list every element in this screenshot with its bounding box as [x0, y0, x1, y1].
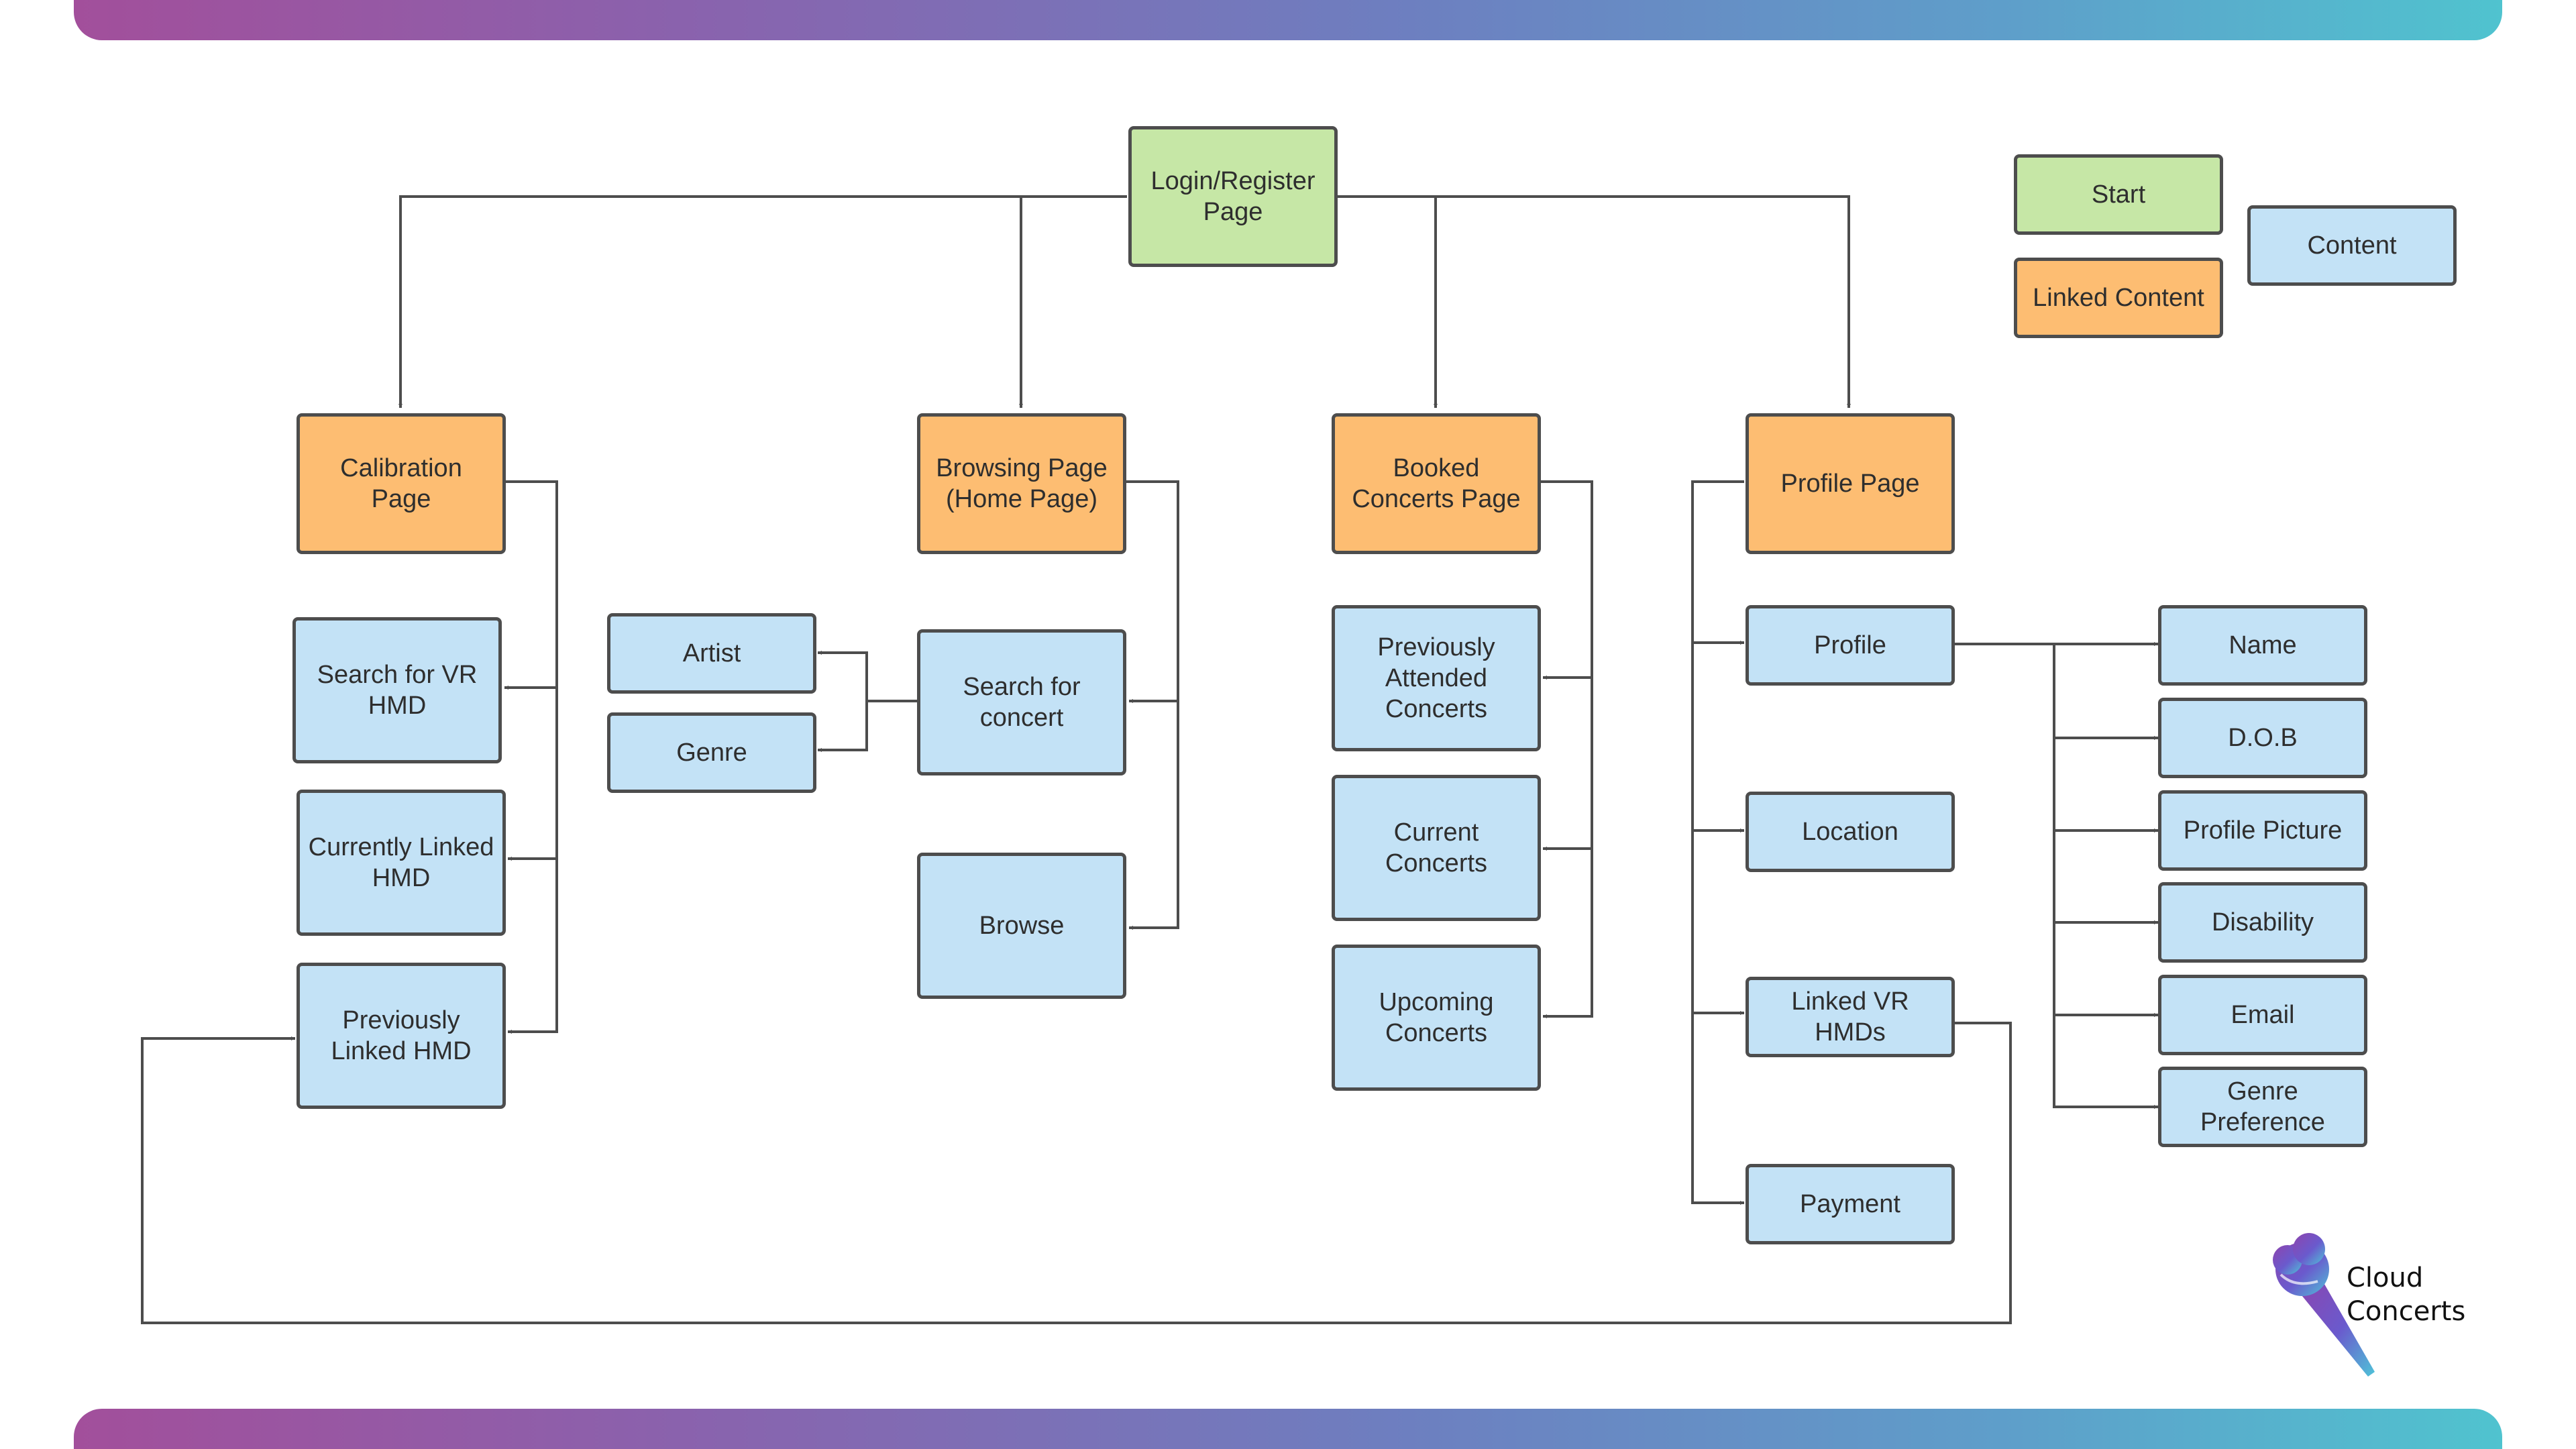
connector-profilepage-to-payment: [1691, 1013, 1744, 1205]
connector-booked-to-upcoming: [1543, 849, 1593, 1018]
node-search-for-vr-hmd: Search for VR HMD: [292, 617, 502, 763]
legend-linked-content: Linked Content: [2014, 258, 2223, 338]
connector-profile-to-email: [2053, 922, 2158, 1017]
node-login-register: Login/Register Page: [1128, 126, 1338, 267]
connector-booked-to-previously-attended: [1540, 480, 1593, 680]
cloud-concerts-logo: [2273, 1233, 2375, 1377]
connector-login-to-browsing: [1019, 195, 1127, 408]
node-currently-linked-hmd: Currently Linked HMD: [297, 790, 506, 936]
microphone-handle-icon: [2296, 1276, 2375, 1377]
connector-profilepage-to-profile: [1691, 480, 1744, 645]
node-browse: Browse: [917, 853, 1126, 999]
node-disability: Disability: [2158, 882, 2367, 963]
connector-profilepage-to-linked-hmds: [1691, 830, 1744, 1015]
node-booked-concerts-page: Booked Concerts Page: [1332, 413, 1541, 554]
node-previously-attended-concerts: Previously Attended Concerts: [1332, 605, 1541, 751]
node-calibration-page: Calibration Page: [297, 413, 506, 554]
node-dob: D.O.B: [2158, 698, 2367, 778]
node-browsing-page: Browsing Page (Home Page): [917, 413, 1126, 554]
node-upcoming-concerts: Upcoming Concerts: [1332, 945, 1541, 1091]
connector-linked-hmds-to-previously-linked: [141, 1022, 2012, 1324]
node-genre-preference: Genre Preference: [2158, 1067, 2367, 1147]
connector-profile-to-disability: [2053, 830, 2158, 924]
node-linked-vr-hmds: Linked VR HMDs: [1746, 977, 1955, 1057]
legend-content: Content: [2247, 205, 2457, 286]
connector-login-to-profile: [1332, 195, 1851, 408]
node-artist: Artist: [607, 613, 816, 694]
node-search-for-concert: Search for concert: [917, 629, 1126, 775]
node-email: Email: [2158, 975, 2367, 1055]
node-payment: Payment: [1746, 1164, 1955, 1244]
node-genre: Genre: [607, 712, 816, 793]
node-location: Location: [1746, 792, 1955, 872]
connector-booked-to-current: [1543, 678, 1593, 851]
connector-profile-to-dob: [2053, 644, 2158, 740]
node-previously-linked-hmd: Previously Linked HMD: [297, 963, 506, 1109]
legend-start: Start: [2014, 154, 2223, 235]
connector-search-to-genre: [818, 701, 868, 752]
connector-calibration-to-currently-linked: [508, 688, 558, 861]
top-gradient-bar: [74, 0, 2502, 40]
node-name: Name: [2158, 605, 2367, 686]
connector-profile-to-genre-preference: [2053, 1015, 2158, 1109]
connector-profilepage-to-location: [1691, 643, 1744, 833]
connector-login-to-calibration: [398, 195, 1127, 408]
logo-text: Cloud Concerts: [2347, 1263, 2466, 1327]
connector-calibration-to-previously-linked: [508, 859, 558, 1034]
connector-calibration-to-search-vr: [504, 480, 558, 690]
connector-browsing-to-search-concert: [1126, 480, 1179, 703]
node-profile-page: Profile Page: [1746, 413, 1955, 554]
node-profile: Profile: [1746, 605, 1955, 686]
connector-profile-to-profile-picture: [2053, 738, 2158, 833]
node-current-concerts: Current Concerts: [1332, 775, 1541, 921]
connector-search-to-artist: [818, 651, 917, 702]
node-profile-picture: Profile Picture: [2158, 790, 2367, 871]
bottom-gradient-bar: [74, 1409, 2502, 1449]
connector-browsing-to-browse: [1129, 701, 1179, 930]
connector-login-to-booked: [1332, 195, 1438, 408]
